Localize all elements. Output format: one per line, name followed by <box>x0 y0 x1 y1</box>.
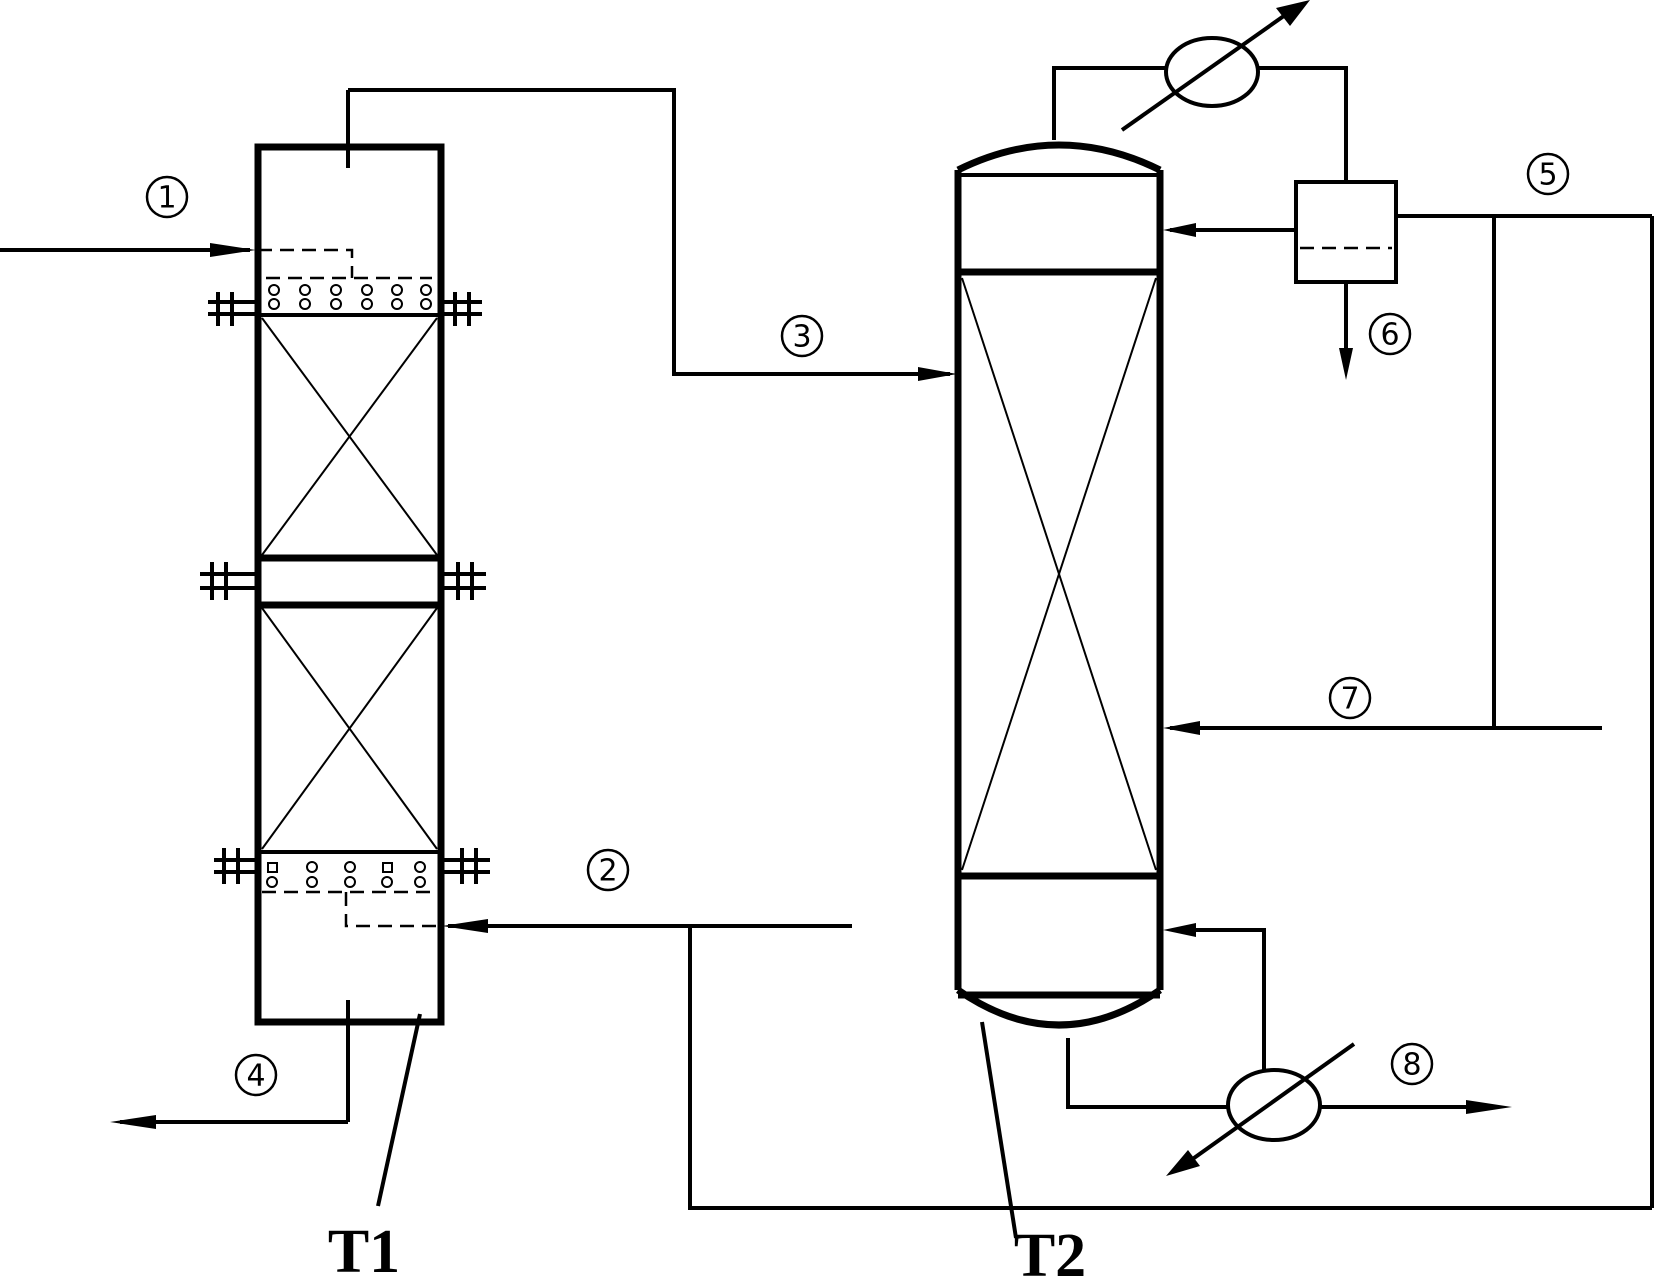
stream-2-badge: 2 <box>586 848 630 892</box>
recycle-line <box>688 926 1652 1210</box>
stream7-arrow <box>1163 721 1200 735</box>
reflux-drum <box>1163 180 1654 1208</box>
condenser <box>1052 0 1348 182</box>
t2-bed-diag-b <box>961 277 1157 871</box>
stream-4-badge: 4 <box>234 1053 278 1097</box>
stream-8-badge: 8 <box>1390 1042 1434 1086</box>
t1-flange-top <box>208 292 482 326</box>
bottoms-line <box>1066 1038 1228 1109</box>
condenser-outlet-line <box>1258 66 1348 182</box>
t2-top-head <box>956 141 1162 174</box>
condenser-vapor-line <box>1052 66 1166 140</box>
stream-5-badge: 5 <box>1526 152 1570 196</box>
reflux-drum-body <box>1294 180 1398 284</box>
stream-3-label: 3 <box>792 320 811 355</box>
tower-t2-callout: T2 <box>980 1021 1086 1280</box>
reboiler-heating-line <box>1178 1042 1356 1170</box>
stream3-line <box>348 88 950 376</box>
reboiler-vapor-arrow <box>1163 923 1196 937</box>
stream-3-badge: 3 <box>780 314 824 358</box>
stream2-arrow <box>442 919 488 933</box>
drum-drain-arrow <box>1339 348 1353 380</box>
tower-t1 <box>200 90 490 1122</box>
stream-1-label: 1 <box>157 181 176 216</box>
stream4-arrow <box>110 1115 156 1129</box>
stream-2-label: 2 <box>598 854 617 889</box>
tower-t2-label: T2 <box>1014 1222 1086 1280</box>
stream-6-badge: 6 <box>1368 312 1412 356</box>
tower-t1-label: T1 <box>328 1218 400 1280</box>
stream-8-label: 8 <box>1402 1048 1421 1083</box>
stream-1-badge: 1 <box>145 175 189 219</box>
tower-t1-callout: T1 <box>328 1013 422 1280</box>
t1-bottom-distributor <box>262 861 441 928</box>
stream-5-label: 5 <box>1538 158 1557 193</box>
t1-bed2-diag-b <box>261 607 438 850</box>
tower-t2 <box>954 141 1164 1029</box>
stream-7-label: 7 <box>1340 682 1359 717</box>
t1-top-distributor <box>258 248 432 310</box>
reboiler-heating-arrow <box>1166 1150 1200 1176</box>
bottoms-product-arrow <box>1466 1100 1512 1114</box>
reboiler-vapor-return <box>1176 928 1266 1070</box>
condenser-body <box>1164 36 1260 108</box>
condenser-coolant-arrow <box>1276 0 1310 26</box>
stream-4-label: 4 <box>246 1059 265 1094</box>
t1-bed1-diag-b <box>261 317 438 556</box>
t1-flange-bottom <box>214 848 490 884</box>
stream-6-label: 6 <box>1380 318 1399 353</box>
t1-flange-middle <box>200 562 486 600</box>
t2-bottom-head <box>956 987 1162 1029</box>
reflux-return-arrow <box>1163 223 1196 237</box>
stream1-arrow <box>210 243 256 257</box>
stream3-arrow <box>918 367 957 381</box>
condenser-coolant-line <box>1120 4 1300 132</box>
piping <box>0 88 1652 1210</box>
stream-7-badge: 7 <box>1328 676 1372 720</box>
reboiler <box>1066 923 1512 1176</box>
